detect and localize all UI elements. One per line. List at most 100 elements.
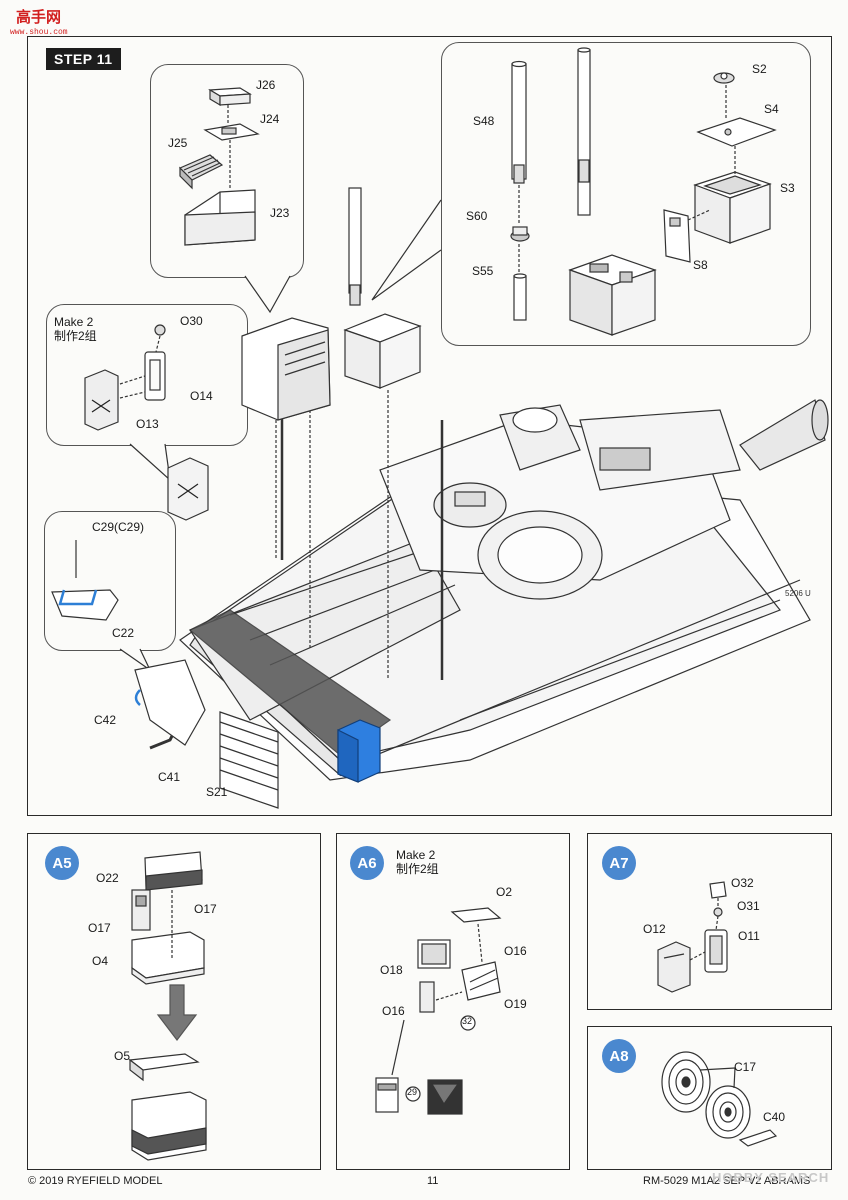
o-group-note-zh: 制作2组 bbox=[54, 329, 97, 343]
jerrycan-assembled bbox=[167, 457, 209, 521]
label-s48: S48 bbox=[473, 114, 495, 128]
footer-page-number: 11 bbox=[427, 1175, 439, 1187]
callout-c-parts bbox=[44, 511, 176, 651]
o-group-note: Make 2 制作2组 bbox=[54, 315, 97, 343]
badge-a8: A8 bbox=[602, 1039, 636, 1073]
part-s48-left bbox=[511, 60, 527, 184]
part-o32 bbox=[709, 881, 727, 899]
part-s21 bbox=[219, 711, 279, 809]
label-o4: O4 bbox=[92, 954, 109, 968]
watermark-subtitle: www.shou.com bbox=[10, 28, 68, 37]
part-s60 bbox=[510, 226, 530, 242]
label-o17-right: O17 bbox=[194, 902, 217, 916]
part-c22-mounted bbox=[134, 659, 206, 746]
part-o19 bbox=[461, 961, 501, 1001]
label-j26: J26 bbox=[256, 78, 276, 92]
label-s55: S55 bbox=[472, 264, 494, 278]
label-o30: O30 bbox=[180, 314, 203, 328]
footer-product-code: RM-5029 M1A2 SEP V2 ABRAMS bbox=[643, 1175, 811, 1187]
part-c17-left bbox=[661, 1051, 711, 1113]
part-s48-right bbox=[577, 47, 591, 216]
label-c41: C41 bbox=[158, 770, 181, 784]
part-o5 bbox=[128, 1053, 200, 1082]
label-o11: O11 bbox=[738, 929, 760, 943]
part-o13 bbox=[84, 369, 119, 431]
label-j25: J25 bbox=[168, 136, 188, 150]
a6-circle-29: 29 bbox=[407, 1087, 418, 1097]
label-o16-left: O16 bbox=[382, 1004, 405, 1018]
label-s2: S2 bbox=[752, 62, 767, 76]
part-c22 bbox=[51, 589, 119, 621]
label-o19: O19 bbox=[504, 997, 527, 1011]
label-s8: S8 bbox=[693, 258, 708, 272]
part-j23 bbox=[184, 189, 256, 246]
step-badge: STEP 11 bbox=[46, 48, 121, 70]
site-watermark-logo: 高手网 www.shou.com bbox=[6, 6, 76, 40]
a5-assembled-box bbox=[131, 1091, 207, 1161]
part-o2 bbox=[450, 907, 502, 923]
part-c41 bbox=[149, 735, 174, 750]
part-s4 bbox=[696, 117, 777, 147]
a6-note-en: Make 2 bbox=[396, 848, 436, 862]
footer-copyright: © 2019 RYEFIELD MODEL bbox=[28, 1175, 163, 1187]
blue-jerrycan bbox=[337, 719, 381, 783]
part-s3 bbox=[693, 171, 772, 244]
part-s8 bbox=[663, 209, 691, 263]
part-o30 bbox=[154, 324, 166, 336]
badge-a7: A7 bbox=[602, 846, 636, 880]
label-o17-left: O17 bbox=[88, 921, 111, 935]
j-assembly bbox=[241, 317, 331, 421]
part-o14 bbox=[144, 351, 166, 401]
a6-note-zh: 制作2组 bbox=[396, 862, 439, 876]
label-s60: S60 bbox=[466, 209, 488, 223]
part-j26 bbox=[208, 87, 252, 107]
label-c17: C17 bbox=[734, 1060, 757, 1074]
part-s-box-assembled bbox=[568, 254, 657, 336]
a6-assembled bbox=[375, 1077, 399, 1113]
part-s2 bbox=[713, 72, 735, 84]
label-o31: O31 bbox=[737, 899, 760, 913]
watermark-title: 高手网 bbox=[16, 9, 62, 26]
tank-hull: 5206 U bbox=[179, 399, 829, 781]
a6-note: Make 2 制作2组 bbox=[396, 848, 439, 876]
label-s4: S4 bbox=[764, 102, 779, 116]
part-o4 bbox=[131, 931, 205, 985]
label-o32: O32 bbox=[731, 876, 754, 890]
label-c40: C40 bbox=[763, 1110, 786, 1124]
svg-text:5206 U: 5206 U bbox=[785, 589, 811, 598]
part-c40 bbox=[738, 1129, 778, 1147]
part-o18 bbox=[417, 939, 451, 969]
part-o17-left bbox=[131, 889, 151, 931]
label-o14: O14 bbox=[190, 389, 213, 403]
label-s3: S3 bbox=[780, 181, 795, 195]
o-group-note-en: Make 2 bbox=[54, 315, 94, 329]
a6-circle-32: 32 bbox=[462, 1016, 473, 1026]
badge-a6: A6 bbox=[350, 846, 384, 880]
part-s55 bbox=[513, 273, 527, 321]
part-j24 bbox=[203, 123, 260, 141]
label-o22: O22 bbox=[96, 871, 119, 885]
label-j24: J24 bbox=[260, 112, 280, 126]
s-assembly bbox=[343, 187, 422, 389]
label-o16-right: O16 bbox=[504, 944, 527, 958]
label-o12: O12 bbox=[643, 922, 666, 936]
badge-a5: A5 bbox=[45, 846, 79, 880]
a6-camo-swatch bbox=[427, 1079, 463, 1115]
label-o5: O5 bbox=[114, 1049, 131, 1063]
label-o13: O13 bbox=[136, 417, 159, 431]
part-o22 bbox=[144, 851, 203, 891]
label-c42: C42 bbox=[94, 713, 117, 727]
label-c22: C22 bbox=[112, 626, 135, 640]
label-c29: C29(C29) bbox=[92, 520, 145, 534]
part-j25 bbox=[178, 154, 224, 190]
part-o11 bbox=[704, 929, 728, 973]
label-o2: O2 bbox=[496, 885, 513, 899]
footer-watermark: HOBBY SEARCH bbox=[712, 1170, 830, 1185]
part-c17-right bbox=[705, 1085, 751, 1139]
part-o16-left bbox=[419, 981, 435, 1013]
